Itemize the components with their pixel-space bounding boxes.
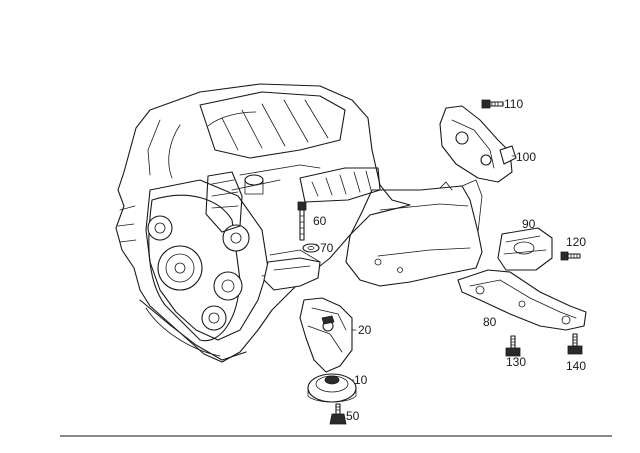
bolt-50 xyxy=(329,403,347,425)
callout-140: 140 xyxy=(566,359,586,373)
washer-70 xyxy=(302,243,320,253)
bracket-100 xyxy=(439,105,517,183)
callout-90: 90 xyxy=(522,217,536,231)
engine-assembly xyxy=(115,83,411,363)
callout-70: 70 xyxy=(320,241,334,255)
bolt-110 xyxy=(481,99,504,109)
engine-mount-10 xyxy=(307,373,357,403)
callout-100: 100 xyxy=(516,150,536,164)
callout-labels: 110 100 90 120 60 70 80 20 130 140 10 50 xyxy=(313,97,586,423)
bolt-120 xyxy=(560,251,581,261)
crossmember-80 xyxy=(457,269,587,331)
engine-mount-bracket xyxy=(263,257,321,291)
callout-20: 20 xyxy=(358,323,372,337)
bolt-60 xyxy=(297,201,307,241)
bolt-140 xyxy=(567,333,583,355)
callout-120: 120 xyxy=(566,235,586,249)
bolt-130 xyxy=(505,335,521,357)
callout-80: 80 xyxy=(483,315,497,329)
leader-lines xyxy=(315,103,517,381)
callout-50: 50 xyxy=(346,409,360,423)
callout-130: 130 xyxy=(506,355,526,369)
rubber-mount-90 xyxy=(497,227,553,271)
callout-110: 110 xyxy=(504,97,523,111)
mount-support-20 xyxy=(299,297,353,373)
transmission-housing xyxy=(345,179,483,287)
callout-60: 60 xyxy=(313,214,327,228)
callout-10: 10 xyxy=(354,373,368,387)
